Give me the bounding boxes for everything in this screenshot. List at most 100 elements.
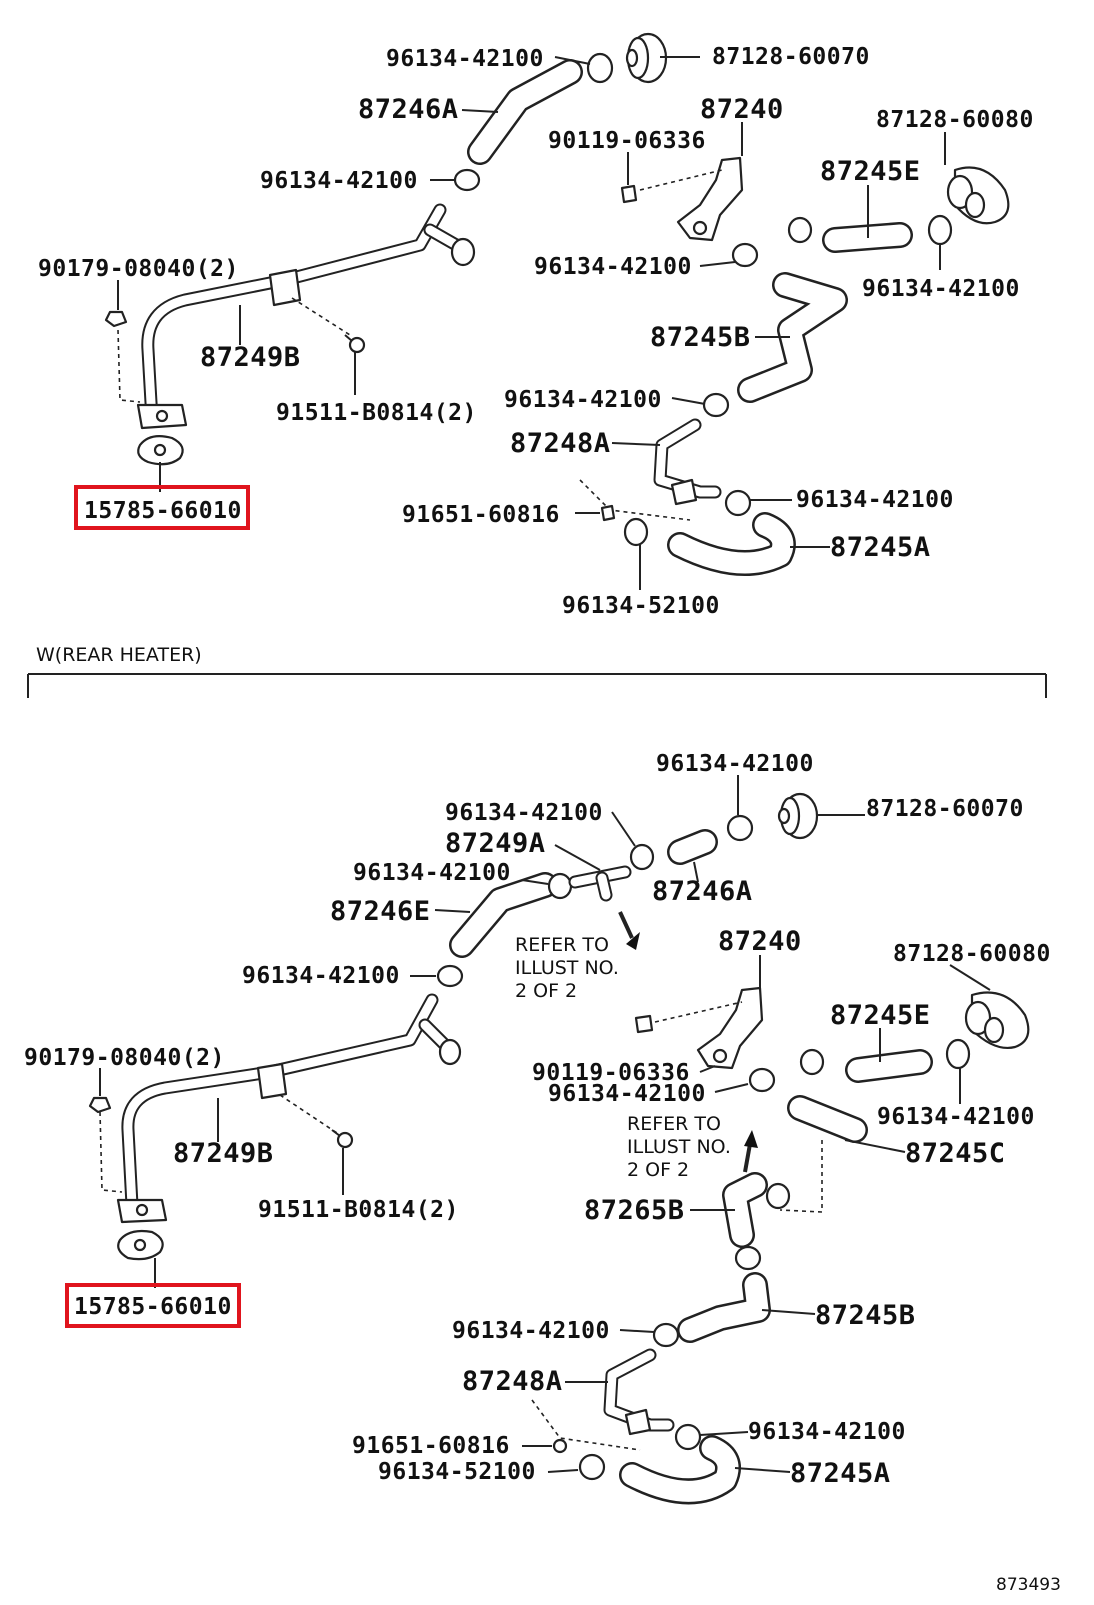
upper-label-clamp: 96134-42100 <box>386 46 544 72</box>
upper-label-clamp: 96134-42100 <box>534 254 692 280</box>
lower-label-clamp: 96134-42100 <box>353 860 511 886</box>
lower-label-clamp: 96134-42100 <box>748 1419 906 1445</box>
lower-clamp-icon <box>436 964 464 988</box>
upper-label-clamp: 96134-42100 <box>796 487 954 513</box>
lower-hose-87245a <box>619 1435 741 1505</box>
upper-bracket-87240 <box>620 156 744 242</box>
lower-label-bolt-91511: 91511-B0814(2) <box>258 1197 459 1223</box>
lower-clamp-icon <box>578 1453 606 1481</box>
upper-label-bolt-90119: 90119-06336 <box>548 128 706 154</box>
lower-bolt-91651-icon <box>552 1438 568 1454</box>
upper-label-clamp: 96134-42100 <box>862 276 1020 302</box>
lower-label-grommet-top: 87128-60070 <box>866 796 1024 822</box>
upper-label-grommet-top: 87128-60070 <box>712 44 870 70</box>
lower-clamp-icon <box>674 1423 702 1451</box>
upper-pipe-87249b <box>136 203 476 430</box>
lower-label-clamp: 96134-42100 <box>548 1081 706 1107</box>
upper-clamp-icon <box>724 489 752 517</box>
lower-clamp-icon <box>734 1245 762 1271</box>
section-title: W(REAR HEATER) <box>36 644 202 666</box>
upper-label-pipe-87248a: 87248A <box>510 428 611 459</box>
lower-leader-lines <box>99 775 991 1473</box>
upper-label-clamp-52100: 96134-52100 <box>562 593 720 619</box>
lower-label-clamp: 96134-42100 <box>445 800 603 826</box>
upper-hose-87245b <box>737 272 848 403</box>
lower-label-hose-87245e: 87245E <box>830 1000 931 1031</box>
section-divider: W(REAR HEATER) <box>27 644 1047 698</box>
lower-clamp-icon <box>945 1038 971 1070</box>
upper-label-bracket-87240: 87240 <box>700 94 784 125</box>
upper-clamp-icon <box>787 216 813 244</box>
lower-clamp-icon <box>547 872 573 900</box>
lower-note-refer-2-line: 2 OF 2 <box>627 1159 689 1181</box>
upper-diagram: 96134-42100 87128-60070 87246A 87240 901… <box>38 32 1033 619</box>
upper-hose-87246a <box>467 59 583 165</box>
lower-label-bolt-91651: 91651-60816 <box>352 1433 510 1459</box>
lower-label-hose-87265b: 87265B <box>584 1195 685 1226</box>
lower-label-hose-87245a: 87245A <box>790 1458 891 1489</box>
upper-hose-87245a <box>667 512 796 576</box>
upper-clamp-icon <box>731 242 759 268</box>
lower-arrow-up-icon <box>743 1130 758 1173</box>
lower-label-nut-90179: 90179-08040(2) <box>24 1045 225 1071</box>
lower-label-clamp: 96134-42100 <box>452 1318 610 1344</box>
upper-labels: 96134-42100 87128-60070 87246A 87240 901… <box>38 44 1033 619</box>
upper-bolt-91511-icon <box>344 334 366 354</box>
lower-hose-87246e <box>449 872 558 958</box>
upper-grommet-87128-60080-icon <box>946 166 1010 225</box>
upper-label-clamp: 96134-42100 <box>260 168 418 194</box>
lower-grommet-87128-60080-icon <box>964 991 1030 1049</box>
upper-highlight-box <box>74 485 250 530</box>
lower-label-clamp: 96134-42100 <box>242 963 400 989</box>
lower-bracket-87240 <box>634 986 764 1070</box>
upper-label-clamp: 96134-42100 <box>504 387 662 413</box>
lower-labels: 96134-42100 96134-42100 87128-60070 8724… <box>24 751 1050 1489</box>
upper-label-gasket-15785: 15785-66010 <box>84 498 242 524</box>
lower-label-hose-87245c: 87245C <box>905 1138 1006 1169</box>
lower-label-gasket-15785: 15785-66010 <box>74 1294 232 1320</box>
upper-label-pipe-87249b: 87249B <box>200 342 301 373</box>
lower-bolt-91511-icon <box>331 1129 354 1149</box>
lower-label-pipe-87249a: 87249A <box>445 828 546 859</box>
lower-nut-icon <box>88 1096 112 1114</box>
lower-note-refer-2-line: REFER TO <box>627 1113 721 1135</box>
upper-leader-lines <box>117 56 946 590</box>
upper-label-hose-87245b: 87245B <box>650 322 751 353</box>
lower-label-hose-87246a: 87246A <box>652 876 753 907</box>
upper-label-hose-87245a: 87245A <box>830 532 931 563</box>
upper-label-bolt-91651: 91651-60816 <box>402 502 560 528</box>
lower-note-refer-2: REFER TO ILLUST NO. 2 OF 2 <box>627 1113 737 1181</box>
lower-label-pipe-87248a: 87248A <box>462 1366 563 1397</box>
lower-label-hose-87246e: 87246E <box>330 896 431 927</box>
lower-pipe-87249b <box>116 993 462 1224</box>
lower-hose-87265b <box>722 1172 768 1248</box>
upper-gasket-15785 <box>137 435 184 466</box>
upper-pipe-87248a <box>653 418 722 506</box>
lower-clamp-icon <box>799 1048 825 1076</box>
lower-grommet-87128-60070-icon <box>777 792 819 840</box>
upper-label-hose-87245e: 87245E <box>820 156 921 187</box>
lower-label-bolt-90119: 90119-06336 <box>532 1060 690 1086</box>
upper-label-bolt-91511: 91511-B0814(2) <box>276 400 477 426</box>
lower-pipe-87248a <box>603 1348 675 1436</box>
lower-hose-87246a <box>667 829 718 865</box>
lower-clamp-icon <box>629 843 655 871</box>
lower-clamp-icon <box>765 1182 791 1210</box>
lower-tee-87249a <box>568 865 632 902</box>
lower-label-hose-87245b: 87245B <box>815 1300 916 1331</box>
lower-note-refer-1: REFER TO ILLUST NO. 2 OF 2 <box>515 934 625 1002</box>
lower-gasket-15785 <box>117 1229 164 1261</box>
lower-label-pipe-87249b: 87249B <box>173 1138 274 1169</box>
lower-diagram: 96134-42100 96134-42100 87128-60070 8724… <box>24 751 1050 1505</box>
upper-clamp-icon <box>702 392 730 418</box>
lower-highlight-box <box>65 1283 241 1328</box>
lower-hose-87245e <box>845 1049 933 1083</box>
upper-label-hose-87246a: 87246A <box>358 94 459 125</box>
lower-label-bracket-87240: 87240 <box>718 926 802 957</box>
lower-clamp-icon <box>726 814 754 842</box>
lower-arrow-down-icon <box>618 911 640 950</box>
lower-note-refer-1-line: ILLUST NO. <box>515 957 619 979</box>
upper-clamp-icon <box>927 214 953 246</box>
